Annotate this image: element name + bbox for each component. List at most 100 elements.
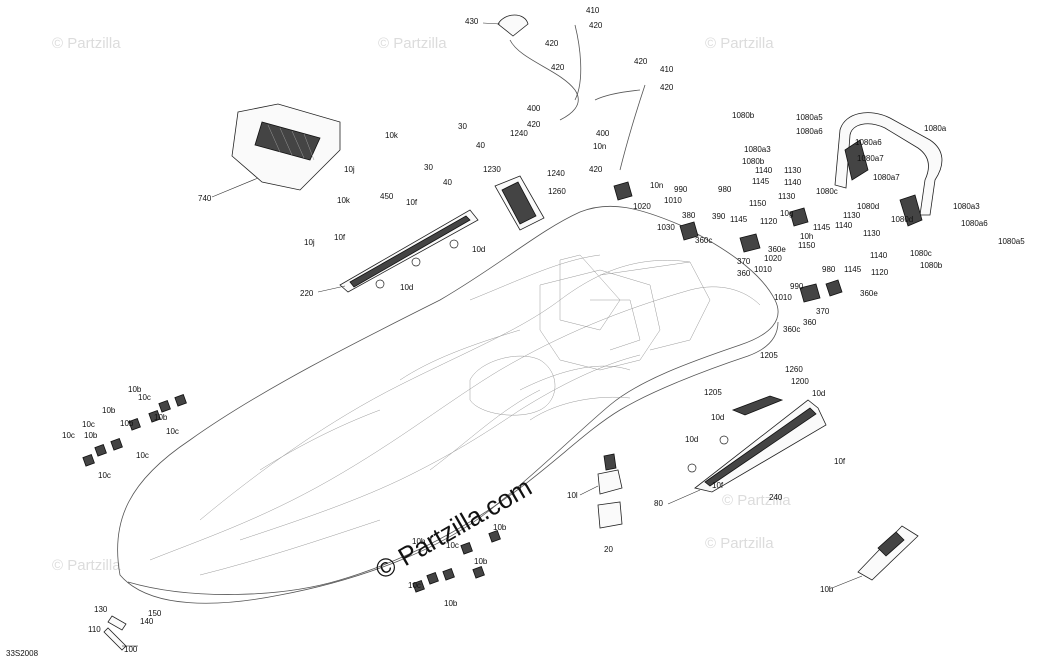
callout[interactable]: 990 (674, 185, 688, 194)
callout[interactable]: 10c (408, 581, 421, 590)
callout[interactable]: 1130 (843, 211, 861, 220)
callout[interactable]: 990 (790, 282, 804, 291)
callout[interactable]: 10b (102, 406, 116, 415)
callout[interactable]: 10b (120, 419, 134, 428)
callout[interactable]: 10d (812, 389, 825, 398)
callout[interactable]: 10f (712, 481, 724, 490)
callout[interactable]: 1080a7 (857, 154, 884, 163)
callout[interactable]: 1145 (813, 223, 831, 232)
callout[interactable]: 360c (783, 325, 800, 334)
callout[interactable]: 140 (140, 617, 154, 626)
callout[interactable]: 1080a6 (855, 138, 882, 147)
callout[interactable]: 130 (94, 605, 108, 614)
part-400-hoses[interactable] (497, 14, 646, 171)
callout[interactable]: 10b (128, 385, 142, 394)
callout[interactable]: 1080c (910, 249, 932, 258)
callout[interactable]: 420 (660, 83, 674, 92)
part-1230-grill[interactable] (494, 175, 545, 231)
callout[interactable]: 10c (446, 541, 459, 550)
callout[interactable]: 1080a3 (744, 145, 771, 154)
callout[interactable]: 1080c (816, 187, 838, 196)
callout[interactable]: 1080a5 (998, 237, 1025, 246)
callout[interactable]: 420 (551, 63, 565, 72)
callout[interactable]: 1200 (791, 377, 809, 386)
callout[interactable]: 360e (860, 289, 878, 298)
callout[interactable]: 1145 (844, 265, 862, 274)
callout[interactable]: 1150 (749, 199, 767, 208)
callout[interactable]: 360 (803, 318, 817, 327)
part-1080a-handle[interactable] (834, 112, 943, 227)
callout[interactable]: 100 (124, 645, 138, 654)
callout[interactable]: 1140 (755, 166, 773, 175)
callout[interactable]: 10k (337, 196, 351, 205)
callout[interactable]: 1080b (732, 111, 755, 120)
callout[interactable]: 10j (304, 238, 315, 247)
seat-latch-parts[interactable] (613, 181, 843, 303)
callout[interactable]: 10b (444, 599, 458, 608)
callout[interactable]: 430 (465, 17, 479, 26)
callout[interactable]: 1140 (870, 251, 888, 260)
callout[interactable]: 420 (589, 165, 603, 174)
callout[interactable]: 10n (650, 181, 663, 190)
callout[interactable]: 1260 (548, 187, 566, 196)
callout[interactable]: 10b (84, 431, 98, 440)
callout[interactable]: 360e (768, 245, 786, 254)
callout[interactable]: 20 (604, 545, 613, 554)
part-740-holder[interactable] (231, 103, 341, 191)
callout[interactable]: 1240 (547, 169, 565, 178)
callout[interactable]: 1205 (760, 351, 778, 360)
callout[interactable]: 410 (660, 65, 674, 74)
callout[interactable]: 360c (695, 236, 712, 245)
callout[interactable]: 10c (98, 471, 111, 480)
callout[interactable]: 10h (800, 232, 813, 241)
callout[interactable]: 370 (816, 307, 830, 316)
callout[interactable]: 10b (493, 523, 507, 532)
callout[interactable]: 420 (634, 57, 648, 66)
callout[interactable]: 1080b (920, 261, 943, 270)
part-1200-pad[interactable] (731, 395, 784, 416)
callout[interactable]: 110 (88, 625, 101, 634)
callout[interactable]: 980 (718, 185, 732, 194)
callout[interactable]: 1120 (760, 217, 778, 226)
callout[interactable]: 10n (593, 142, 606, 151)
callout[interactable]: 1260 (785, 365, 803, 374)
callout[interactable]: 10c (166, 427, 179, 436)
callout[interactable]: 420 (589, 21, 603, 30)
callout[interactable]: 1205 (704, 388, 722, 397)
callout[interactable]: 10f (334, 233, 346, 242)
callout[interactable]: 1080a (924, 124, 947, 133)
callout[interactable]: 10b (154, 413, 168, 422)
part-100-handle[interactable] (103, 615, 127, 651)
callout[interactable]: 1030 (657, 223, 675, 232)
callout[interactable]: 1080a5 (796, 113, 823, 122)
callout[interactable]: 220 (300, 289, 314, 298)
part-240-rail[interactable] (687, 399, 827, 493)
callout[interactable]: 420 (545, 39, 559, 48)
callout[interactable]: 1145 (752, 177, 770, 186)
callout[interactable]: 30 (424, 163, 433, 172)
part-220-rail[interactable] (339, 209, 479, 293)
callout[interactable]: 10c (138, 393, 151, 402)
callout[interactable]: 10d (400, 283, 413, 292)
callout[interactable]: 1080a3 (953, 202, 980, 211)
callout[interactable]: 1080b (742, 157, 765, 166)
callout[interactable]: 1010 (754, 265, 772, 274)
callout[interactable]: 10d (711, 413, 724, 422)
clip-cluster-bottom[interactable] (412, 530, 501, 593)
callout[interactable]: 1130 (863, 229, 881, 238)
callout[interactable]: 1120 (871, 268, 889, 277)
callout[interactable]: 980 (822, 265, 836, 274)
callout[interactable]: 1130 (784, 166, 802, 175)
part-80-pump[interactable] (597, 453, 623, 529)
callout[interactable]: 410 (586, 6, 600, 15)
callout[interactable]: 10g (780, 209, 793, 218)
callout[interactable]: 370 (737, 257, 751, 266)
callout[interactable]: 150 (148, 609, 162, 618)
callout[interactable]: 10f (834, 457, 846, 466)
callout[interactable]: 400 (527, 104, 541, 113)
callout[interactable]: 1130 (778, 192, 796, 201)
callout[interactable]: 360 (737, 269, 751, 278)
callout[interactable]: 80 (654, 499, 663, 508)
callout[interactable]: 1240 (510, 129, 528, 138)
callout[interactable]: 10c (62, 431, 75, 440)
